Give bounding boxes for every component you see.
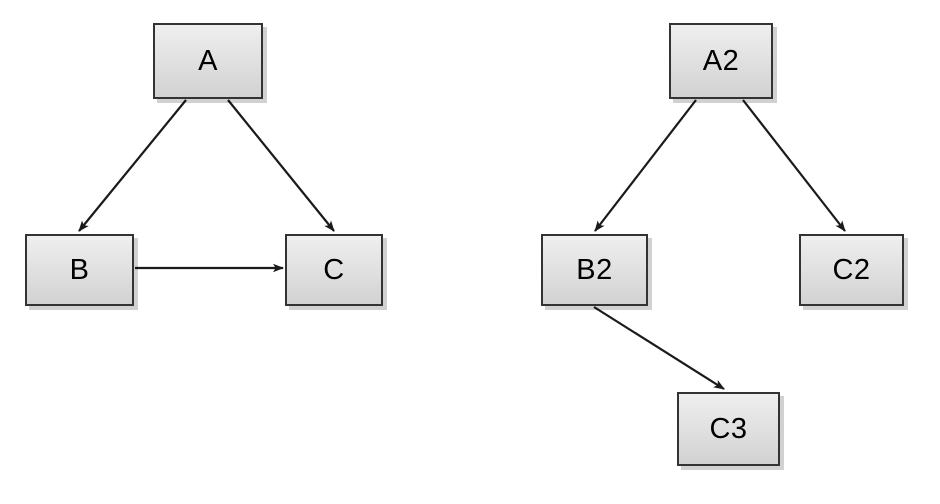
node-label-b2: B2 — [576, 253, 613, 286]
edge-b2-to-c3 — [593, 306, 725, 390]
edge-a-to-c — [227, 99, 335, 232]
node-label-c2: C2 — [832, 253, 871, 286]
node-label-a: A — [198, 44, 218, 77]
node-b2[interactable]: B2 — [541, 234, 648, 306]
node-label-c: C — [323, 253, 345, 286]
node-label-a2: A2 — [702, 44, 740, 77]
edge-a-to-b — [78, 99, 187, 232]
edges-group — [78, 99, 846, 390]
node-c2[interactable]: C2 — [799, 234, 904, 306]
node-c[interactable]: C — [285, 234, 383, 306]
node-label-b: B — [69, 253, 90, 286]
node-a2[interactable]: A2 — [669, 23, 773, 99]
node-a[interactable]: A — [153, 23, 263, 99]
node-b[interactable]: B — [25, 234, 134, 306]
edge-a2-to-c2 — [742, 99, 846, 232]
node-c3[interactable]: C3 — [677, 392, 780, 466]
edge-a2-to-b2 — [594, 99, 697, 232]
node-label-c3: C3 — [709, 412, 748, 445]
